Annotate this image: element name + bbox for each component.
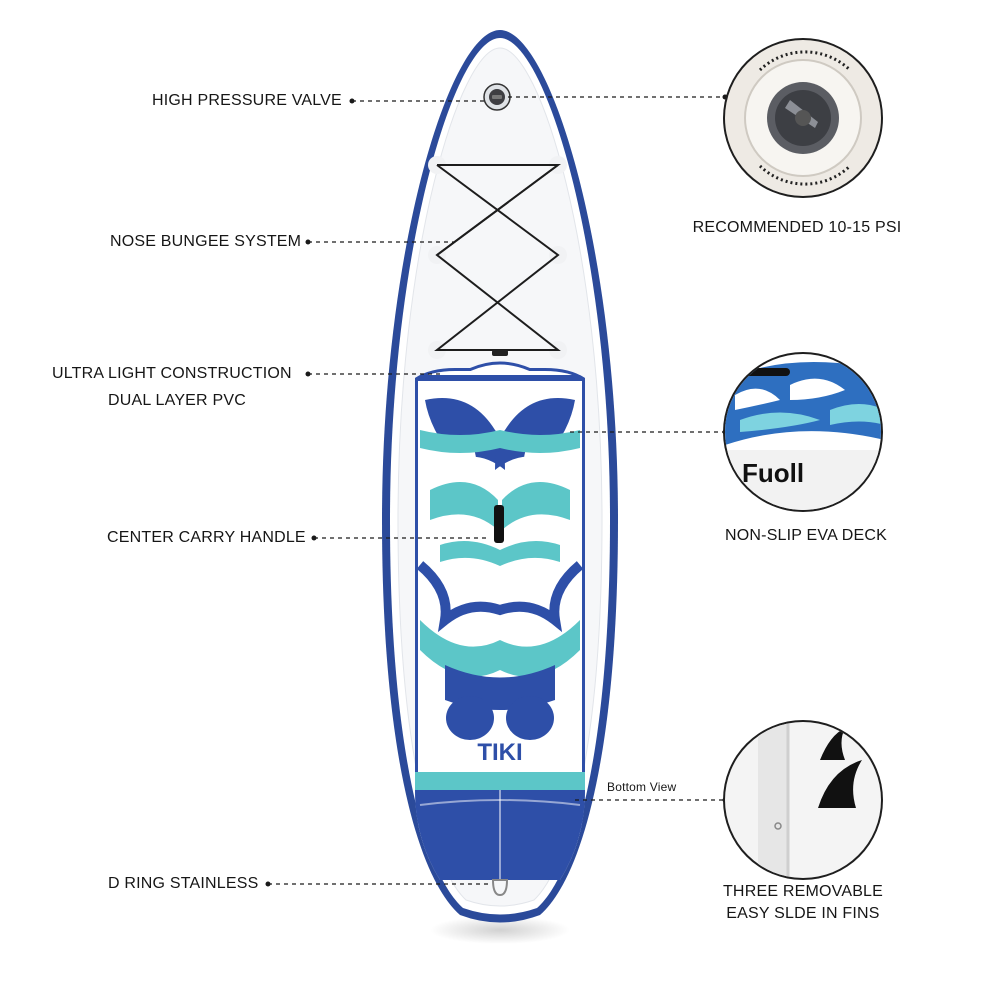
board-shadow xyxy=(430,916,570,944)
callout-nose-bungee: NOSE BUNGEE SYSTEM xyxy=(110,233,302,250)
fin-large-icon xyxy=(818,760,862,808)
callout-bottom-view: Bottom View xyxy=(607,780,677,794)
deck-logo: TIKI xyxy=(477,739,522,766)
valve-icon[interactable] xyxy=(483,83,511,111)
eva-deck-pad xyxy=(415,361,585,880)
svg-text:Fuoll: Fuoll xyxy=(742,458,804,488)
leader-lines xyxy=(268,96,725,885)
callout-d-ring: D RING STAINLESS xyxy=(108,875,259,892)
callout-construction: ULTRA LIGHT CONSTRUCTION xyxy=(52,365,292,382)
valve-detail-image xyxy=(723,38,883,198)
callout-fins-line1: THREE REMOVABLE xyxy=(722,883,884,900)
callout-dual-layer: DUAL LAYER PVC xyxy=(108,392,246,409)
callout-eva-deck: NON-SLIP EVA DECK xyxy=(725,527,887,544)
bungee-cord xyxy=(428,156,567,359)
deck-detail-image: Fuoll xyxy=(723,352,883,512)
callout-fins-line2: EASY SLDE IN FINS xyxy=(726,905,880,922)
front-handle xyxy=(492,350,508,356)
callout-carry-handle: CENTER CARRY HANDLE xyxy=(107,529,306,546)
d-ring-icon xyxy=(491,879,509,897)
fins-detail-image xyxy=(723,720,883,880)
callout-psi: RECOMMENDED 10-15 PSI xyxy=(692,219,902,236)
fin-small-icon xyxy=(820,728,845,760)
carry-handle-icon[interactable] xyxy=(494,505,504,543)
callout-high-pressure-valve: HIGH PRESSURE VALVE xyxy=(152,92,342,109)
